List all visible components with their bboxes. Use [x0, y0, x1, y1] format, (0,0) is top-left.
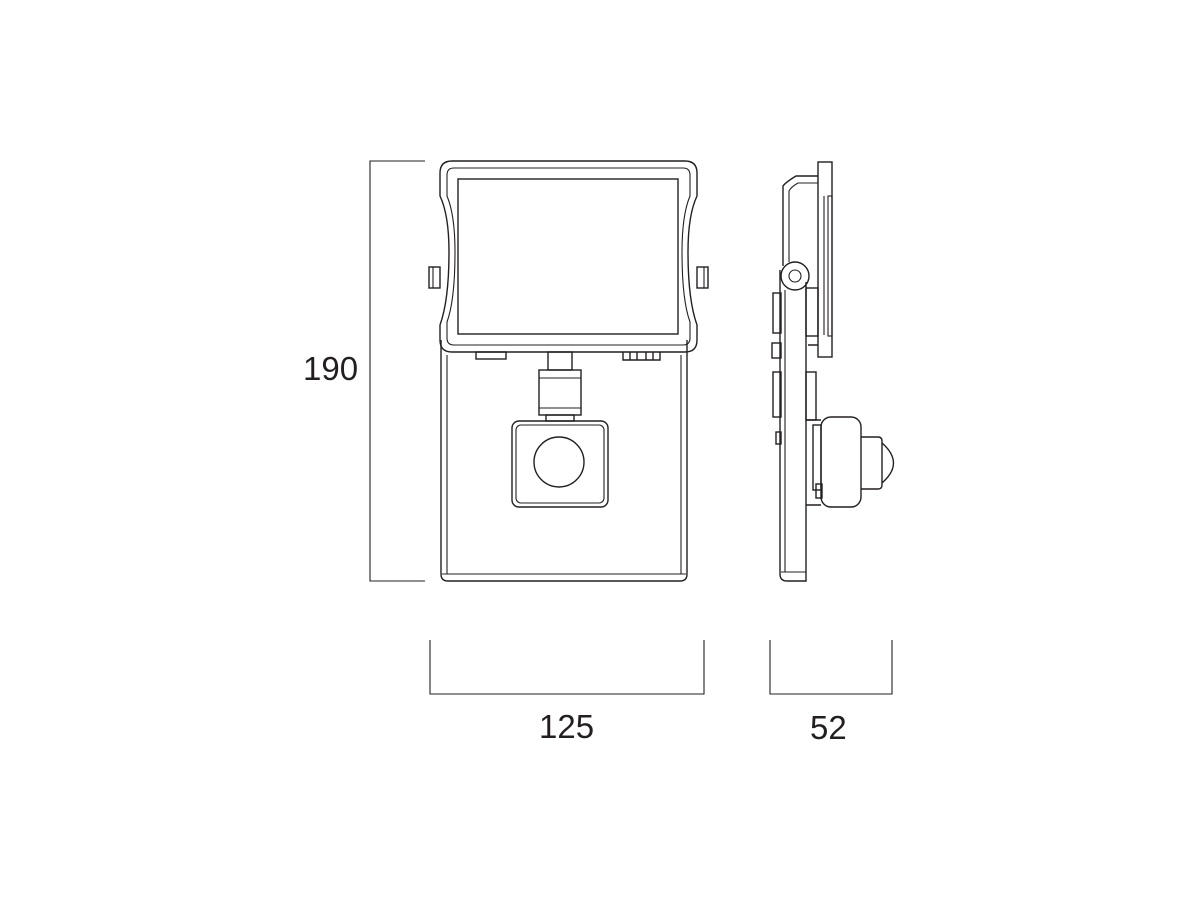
front-view [428, 160, 709, 582]
side-rear-block-2 [805, 371, 817, 421]
front-sensor-arm-base [545, 414, 575, 422]
front-right-lug [696, 266, 709, 289]
front-left-lug [428, 266, 441, 289]
front-cable-gland [622, 352, 661, 361]
front-sensor-box-outer [511, 420, 609, 508]
front-sensor-box-inner [515, 424, 605, 504]
side-sensor-box [820, 416, 862, 508]
side-sensor-neck [806, 419, 821, 506]
side-pivot-inner [788, 269, 802, 283]
depth-dimension-bracket [769, 640, 893, 695]
side-sensor-lens-dome [881, 442, 895, 484]
front-housing-outer [439, 160, 698, 353]
side-rear-block-1 [805, 287, 819, 337]
front-led-window [457, 178, 679, 335]
width-dimension-label: 125 [539, 708, 595, 745]
side-bezel-lip [827, 195, 833, 337]
side-front-bezel [817, 161, 833, 358]
side-bracket [779, 270, 807, 582]
side-sensor-lens-housing [861, 436, 883, 490]
side-sensor-mount [812, 424, 822, 491]
side-clip-4 [775, 431, 782, 445]
side-pivot-outer [780, 261, 810, 291]
dimension-lines [369, 160, 893, 695]
width-dimension-bracket [429, 640, 705, 695]
depth-dimension-label: 52 [810, 709, 847, 746]
side-clip-2 [771, 342, 782, 359]
side-housing-body [782, 175, 818, 346]
side-sensor-button [815, 483, 823, 499]
side-clip-1 [772, 292, 782, 334]
height-dimension-bracket [369, 160, 425, 582]
side-view [771, 161, 895, 582]
front-sensor-arm-neck [547, 351, 573, 371]
front-sensor-lens [533, 436, 585, 488]
side-housing-inner [788, 182, 818, 262]
front-bottom-tab-left [475, 351, 507, 360]
height-dimension-label: 190 [303, 350, 359, 387]
front-housing-inner [446, 167, 691, 346]
side-clip-3 [772, 371, 782, 418]
front-mounting-plate [440, 340, 688, 582]
